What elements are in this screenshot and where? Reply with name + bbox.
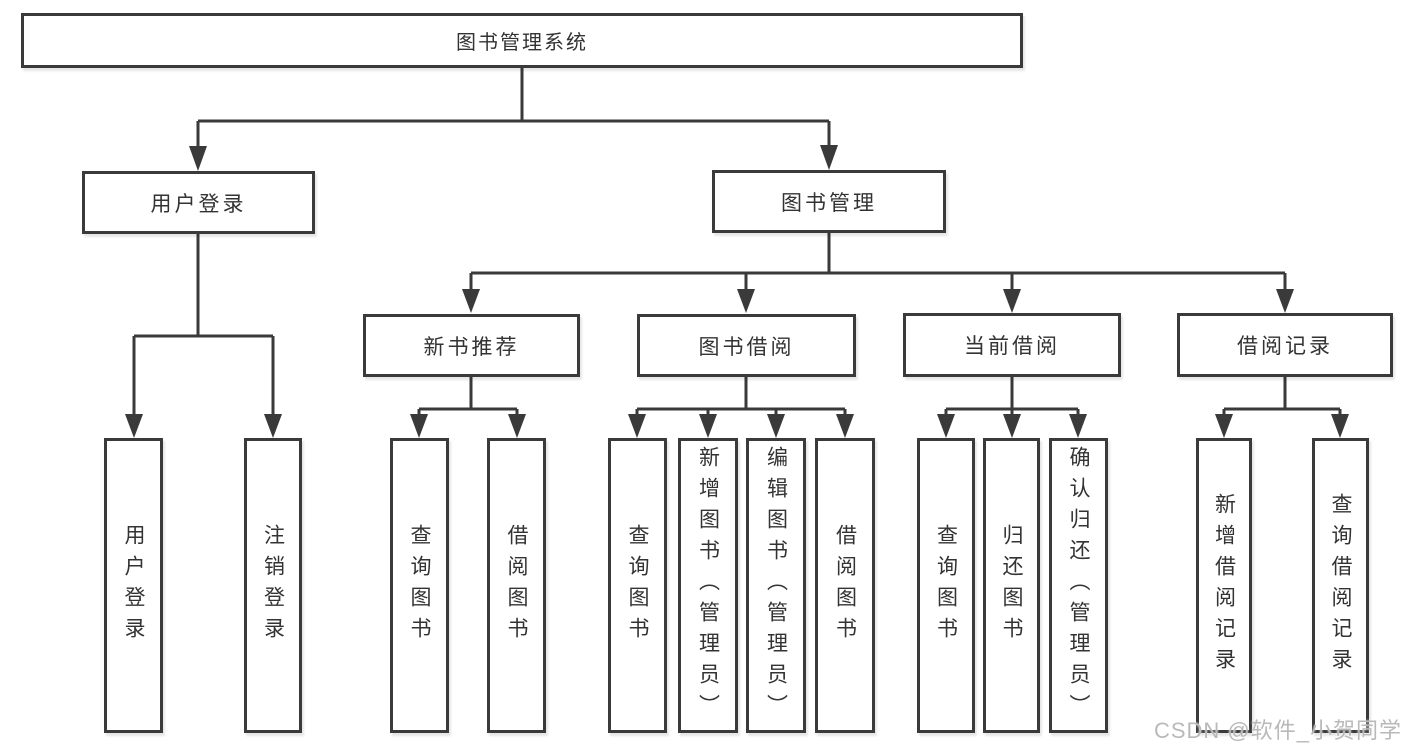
connector-current-borrow-children <box>937 377 1087 438</box>
node-label: 用户登录 <box>122 523 145 648</box>
node-label: 编辑图书（管理员） <box>764 446 788 725</box>
node-root: 图书管理系统 <box>21 13 1023 68</box>
node-label: 查询借阅记录 <box>1329 492 1352 679</box>
connector-user-login-children <box>125 234 282 438</box>
node-user-login: 用户登录 <box>82 171 315 234</box>
leaf-borrow-book-1: 借阅图书 <box>487 438 546 733</box>
leaf-user-login: 用户登录 <box>104 438 163 733</box>
node-label: 确认归还（管理员） <box>1067 446 1090 725</box>
node-label: 查询图书 <box>934 523 958 648</box>
leaf-query-book-2: 查询图书 <box>608 438 667 733</box>
watermark: CSDN @软件_小贺同学 <box>1153 718 1402 743</box>
node-label: 借阅图书 <box>833 523 857 648</box>
node-borrow-record: 借阅记录 <box>1177 313 1393 377</box>
node-label: 借阅记录 <box>1237 335 1333 358</box>
leaf-add-borrow-record: 新增借阅记录 <box>1196 438 1252 733</box>
leaf-query-book-3: 查询图书 <box>917 438 975 733</box>
node-label: 图书管理系统 <box>456 32 588 54</box>
node-current-borrow: 当前借阅 <box>903 313 1121 377</box>
leaf-add-book-admin: 新增图书（管理员） <box>678 438 738 733</box>
connector-new-book-children <box>410 377 526 438</box>
node-label: 新书推荐 <box>423 335 520 359</box>
node-label: 查询图书 <box>626 523 649 648</box>
node-label: 新增借阅记录 <box>1212 492 1236 679</box>
connector-book-management-children <box>462 233 1294 313</box>
node-label: 新增图书（管理员） <box>696 446 720 725</box>
leaf-logout: 注销登录 <box>244 438 302 733</box>
leaf-borrow-book-2: 借阅图书 <box>815 438 875 733</box>
node-label: 借阅图书 <box>505 523 528 648</box>
node-book-borrow: 图书借阅 <box>637 314 856 377</box>
leaf-edit-book-admin: 编辑图书（管理员） <box>746 438 806 733</box>
leaf-return-book: 归还图书 <box>983 438 1040 733</box>
node-label: 图书借阅 <box>698 335 795 359</box>
connector-book-borrow-children <box>628 377 854 438</box>
leaf-query-book-1: 查询图书 <box>390 438 449 733</box>
leaf-query-borrow-record: 查询借阅记录 <box>1312 438 1369 733</box>
node-label: 当前借阅 <box>964 335 1060 358</box>
connector-root-to-level2 <box>189 68 838 171</box>
node-label: 注销登录 <box>261 523 285 648</box>
node-label: 查询图书 <box>408 523 431 648</box>
connector-borrow-record-children <box>1215 377 1349 438</box>
node-book-management: 图书管理 <box>712 170 946 233</box>
node-label: 图书管理 <box>781 191 877 215</box>
node-new-book-recommend: 新书推荐 <box>363 314 580 377</box>
node-label: 归还图书 <box>1000 523 1023 648</box>
leaf-confirm-return-admin: 确认归还（管理员） <box>1049 438 1108 733</box>
node-label: 用户登录 <box>150 192 247 216</box>
